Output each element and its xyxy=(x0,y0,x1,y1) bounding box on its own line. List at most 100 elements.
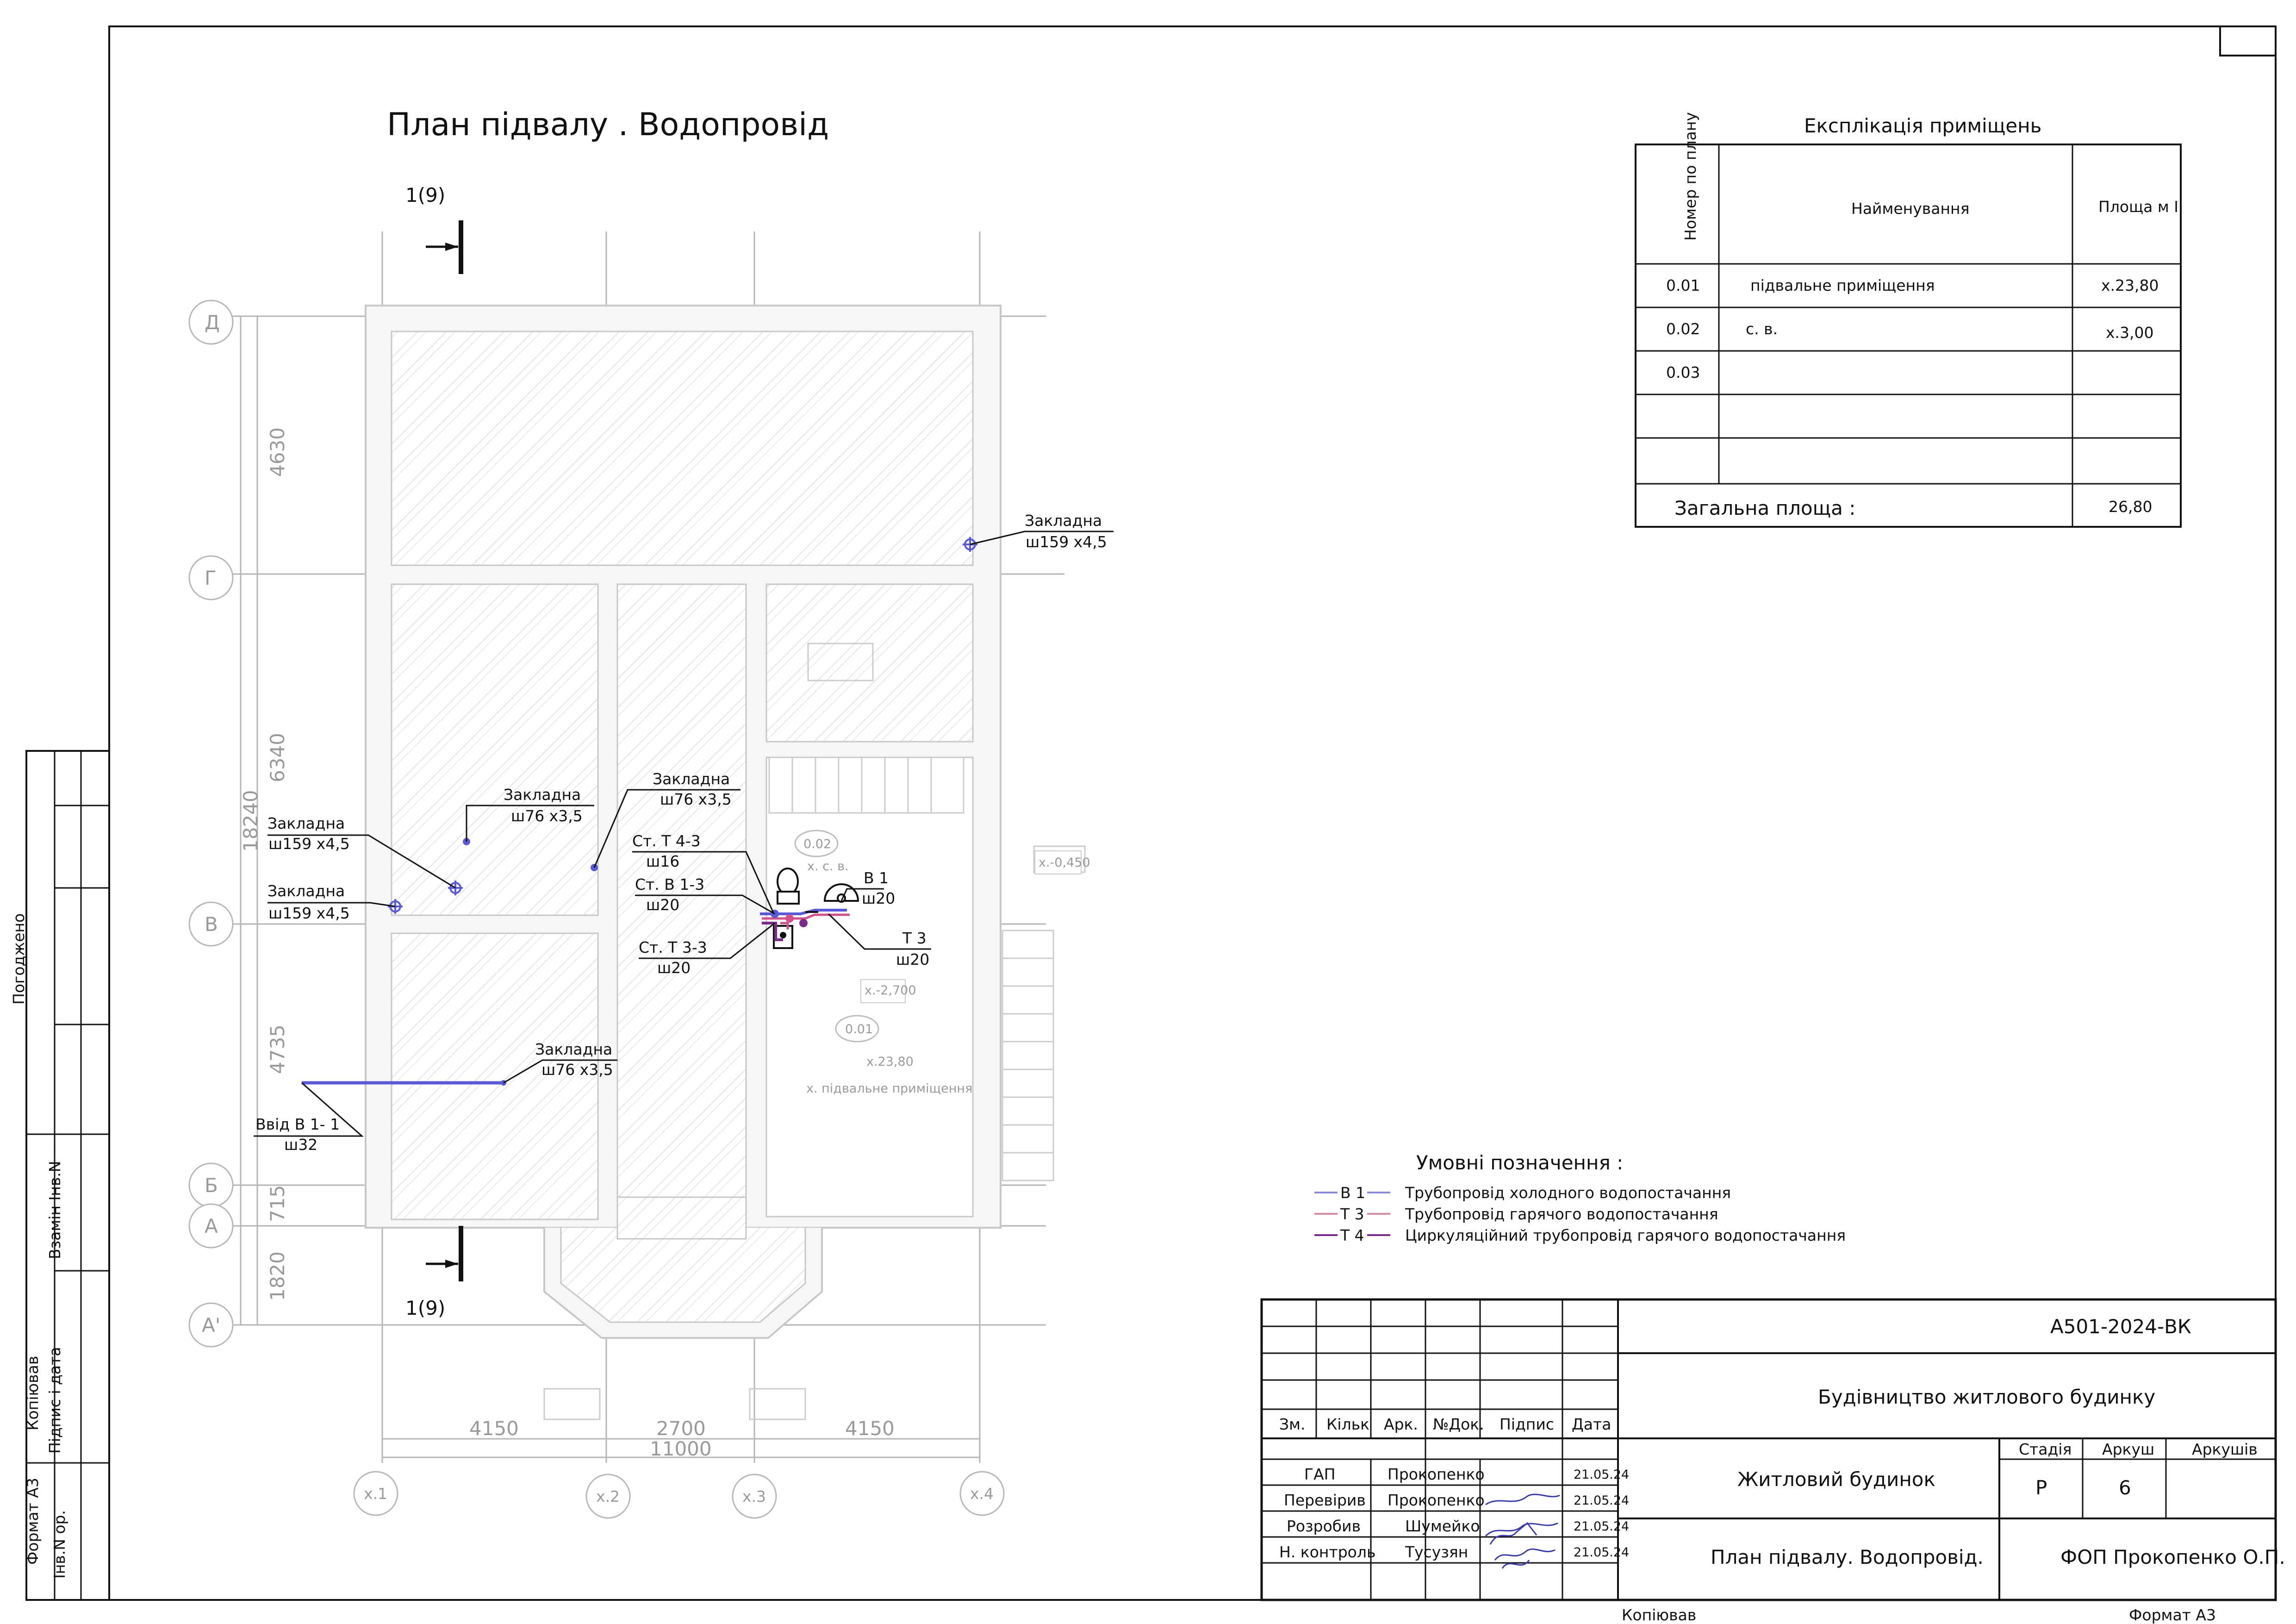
annotation-1-l1: Закладна xyxy=(1025,512,1102,530)
legend-code-t4: Т 4 xyxy=(1340,1226,1364,1244)
explication-r1-area: х.23,80 xyxy=(2101,276,2159,294)
annotation-11-l2: ш20 xyxy=(896,950,929,968)
section-mark-top-label: 1(9) xyxy=(405,184,445,206)
explication-r2-number: 0.02 xyxy=(1666,320,1700,338)
tb-role-norm-control: Н. контроль xyxy=(1279,1543,1375,1561)
dim-h-2: 2700 xyxy=(656,1417,706,1440)
annotation-3-l1: Закладна xyxy=(653,770,730,788)
tb-name-developed: Шумейко xyxy=(1405,1517,1480,1535)
tb-role-developed: Розробив xyxy=(1287,1517,1361,1535)
annotation-2-l2: ш76 х3,5 xyxy=(511,807,583,825)
dim-v-6: 1820 xyxy=(266,1251,289,1301)
tb-col-change: Зм. xyxy=(1279,1415,1306,1433)
annotation-9-l1: Ст. Т 3-3 xyxy=(639,938,707,956)
tb-date-norm-control: 21.05.24 xyxy=(1574,1545,1629,1560)
axis-col-2: х.2 xyxy=(596,1487,620,1505)
tb-doc-code: А501-2024-ВК xyxy=(2050,1315,2191,1338)
legend-text-b1: Трубопровід холодного водопостачання xyxy=(1405,1184,1731,1202)
annotation-6-l2: ш76 х3,5 xyxy=(541,1061,613,1079)
explication-total-label: Загальна площа : xyxy=(1674,497,1855,519)
annotation-4-l2: ш159 х4,5 xyxy=(268,835,350,853)
annotation-8-l1: Ст. В 1-3 xyxy=(635,875,704,893)
tb-name-gap: Прокопенко xyxy=(1388,1465,1485,1483)
annotation-6-l1: Закладна xyxy=(535,1040,612,1058)
tb-role-checked: Перевірив xyxy=(1284,1491,1366,1509)
stamp-signature-date: Підпис і дата xyxy=(46,1347,64,1454)
explication-table: Експлікація приміщень Номер по плану Най… xyxy=(1635,112,2182,528)
tb-stage-header: Стадія xyxy=(2019,1440,2072,1458)
section-mark-bottom-label: 1(9) xyxy=(405,1297,445,1319)
axis-col-4: х.4 xyxy=(970,1485,994,1503)
water-pipes xyxy=(302,909,850,1086)
tb-object: Житловий будинок xyxy=(1737,1468,1935,1491)
axis-col-1: х.1 xyxy=(364,1485,387,1503)
annotation-10-l2: ш20 xyxy=(862,889,895,907)
explication-r2-name: с. в. xyxy=(1746,320,1778,338)
dim-v-4: 4735 xyxy=(266,1024,289,1074)
level-mark-2: х.-2,700 xyxy=(865,983,916,998)
explication-header-number: Номер по плану xyxy=(1681,112,1699,241)
sanitary-fixtures xyxy=(773,868,859,949)
tb-date-checked: 21.05.24 xyxy=(1574,1493,1629,1508)
annotation-11-l1: Т 3 xyxy=(902,929,927,947)
annotation-5-l1: Закладна xyxy=(268,882,345,900)
annotation-10-l1: В 1 xyxy=(864,869,889,887)
side-stamp: Погоджено Взамін Інв.N Підпис і дата Інв… xyxy=(10,750,110,1601)
section-mark-top: 1(9) xyxy=(405,184,463,274)
axis-row-d: Д xyxy=(205,311,220,334)
annotation-3-l2: ш76 х3,5 xyxy=(660,790,732,808)
annotation-5-l2: ш159 х4,5 xyxy=(268,904,350,922)
tb-name-norm-control: Тусузян xyxy=(1405,1543,1468,1561)
axis-row-a-prime: А' xyxy=(202,1314,220,1337)
axis-col-3: х.3 xyxy=(742,1487,766,1505)
signatures xyxy=(1485,1493,1560,1569)
tb-sheet-value: 6 xyxy=(2119,1476,2131,1499)
dim-h-1: 4150 xyxy=(469,1417,519,1440)
tb-company: ФОП Прокопенко О.П. xyxy=(2060,1546,2285,1568)
tb-project: Будівництво житлового будинку xyxy=(1818,1386,2155,1408)
drawing-title: План підвалу . Водопровід xyxy=(387,106,829,143)
footer-format: Формат А3 xyxy=(2129,1606,2216,1624)
room-label-001: 0.01 xyxy=(845,1022,873,1037)
dim-v-2: 6340 xyxy=(266,733,289,782)
axis-row-v: В xyxy=(205,913,218,936)
annotation-9-l2: ш20 xyxy=(657,959,691,977)
tb-col-signature: Підпис xyxy=(1500,1415,1554,1433)
room-label-002: 0.02 xyxy=(803,837,831,851)
annotation-8-l2: ш20 xyxy=(646,896,679,914)
legend-text-t3: Трубопровід гарячого водопостачання xyxy=(1405,1205,1718,1223)
legend-code-b1: В 1 xyxy=(1340,1184,1365,1202)
tb-date-developed: 21.05.24 xyxy=(1574,1519,1629,1534)
footer-copied: Копіював xyxy=(1622,1606,1696,1624)
tb-col-doc: №Док. xyxy=(1433,1415,1484,1433)
dim-h-3: 4150 xyxy=(845,1417,895,1440)
legend-title: Умовні позначення : xyxy=(1416,1151,1623,1174)
annotation-2-l1: Закладна xyxy=(504,786,581,804)
floor-plan: Д Г В Б А А' х.1 х.2 х.3 х.4 4630 6340 1… xyxy=(188,184,1114,1519)
axis-row-g: Г xyxy=(205,567,217,589)
tb-sheets-header: Аркушів xyxy=(2192,1440,2258,1458)
stamp-format: Формат А3 xyxy=(24,1478,42,1565)
explication-header-name: Найменування xyxy=(1851,200,1969,218)
explication-header-area: Площа м І xyxy=(2098,198,2178,216)
stamp-inv-original: Інв.N ор. xyxy=(50,1510,68,1579)
room-label-002-sub: х. с. в. xyxy=(807,859,849,874)
dim-v-5: 715 xyxy=(266,1185,289,1222)
tb-col-date: Дата xyxy=(1572,1415,1611,1433)
tb-col-qty: Кільк xyxy=(1326,1415,1369,1433)
explication-r3-number: 0.03 xyxy=(1666,363,1700,381)
explication-r2-area: х.3,00 xyxy=(2106,324,2154,342)
room-label-001-name: х. підвальне приміщення xyxy=(806,1081,972,1096)
tb-date-gap: 21.05.24 xyxy=(1574,1468,1629,1482)
title-block: Зм. Кільк Арк. №Док. Підпис Дата ГАП Про… xyxy=(1260,1298,2285,1601)
explication-r1-number: 0.01 xyxy=(1666,276,1700,294)
explication-total-value: 26,80 xyxy=(2109,498,2152,516)
annotation-4-l1: Закладна xyxy=(268,814,345,832)
room-label-001-area: х.23,80 xyxy=(866,1055,914,1069)
annotation-12-l1: Ввід В 1- 1 xyxy=(255,1115,340,1133)
axis-row-a: А xyxy=(205,1215,218,1237)
annotation-7-l2: ш16 xyxy=(646,852,679,870)
stamp-agreed: Погоджено xyxy=(10,913,28,1005)
stamp-replaced: Взамін Інв.N xyxy=(46,1161,64,1259)
